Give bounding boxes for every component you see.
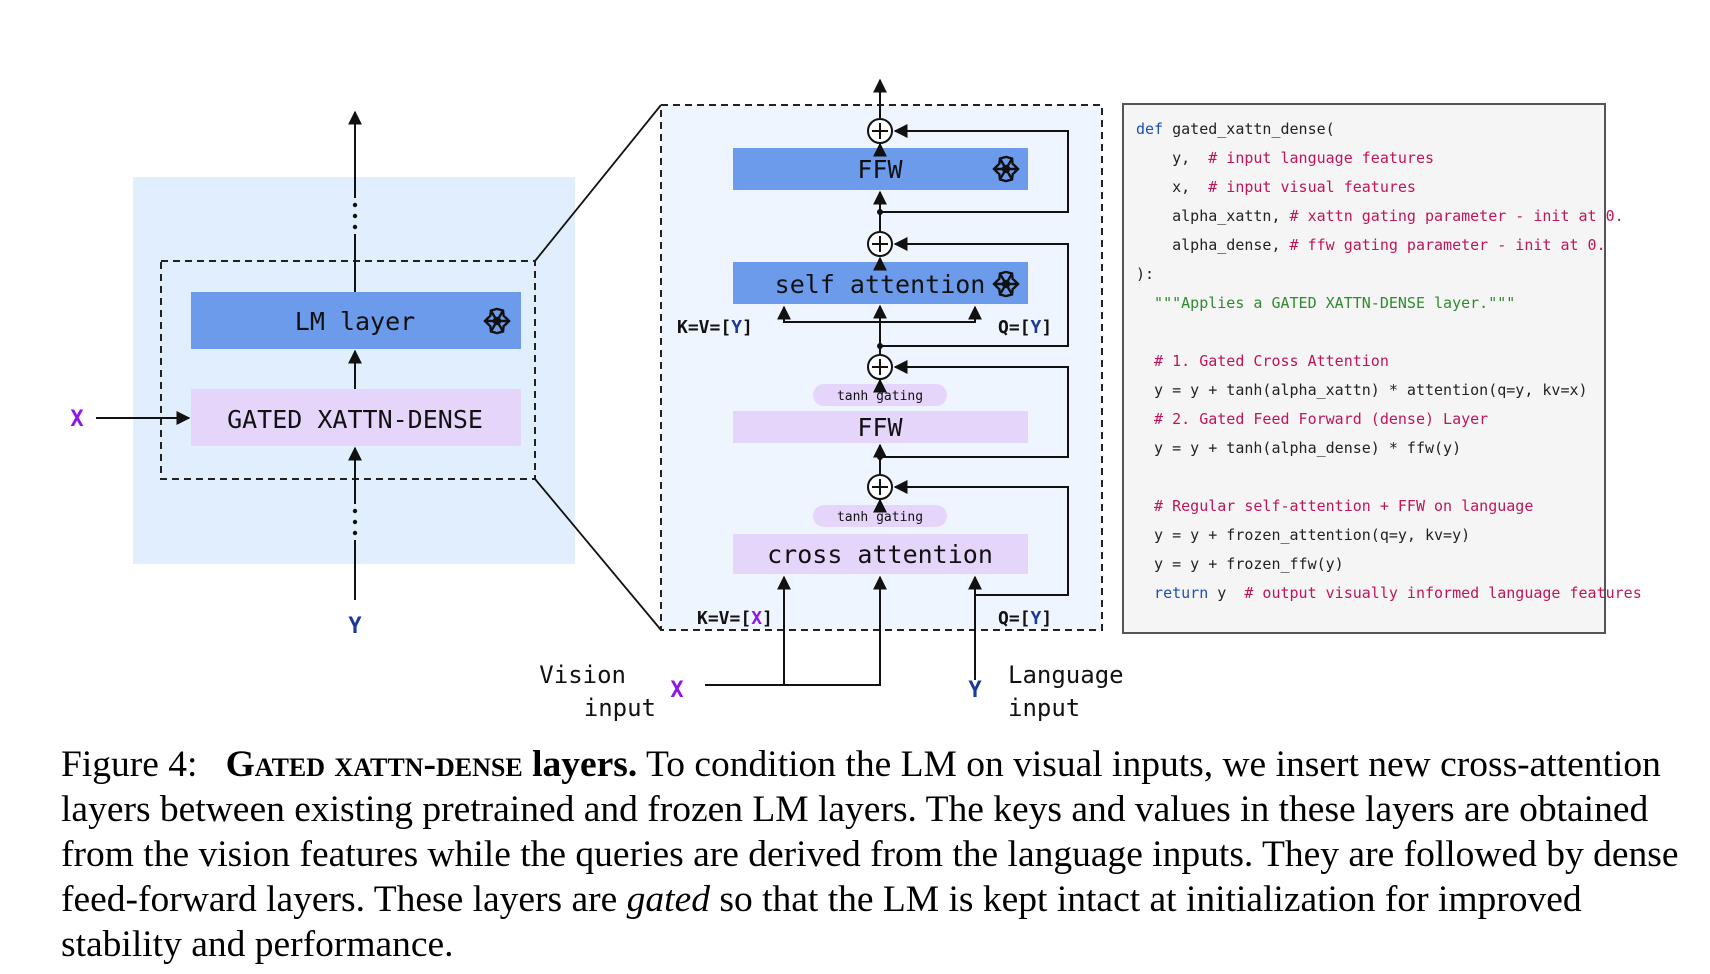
left-dashed-box [160, 260, 536, 480]
cross-attn-kv-label: K=V=[X] [697, 608, 773, 629]
code-panel: def gated_xattn_dense( y, # input langua… [1122, 103, 1642, 634]
language-input-label-2: input [1008, 694, 1080, 722]
ffw-frozen-label: FFW [857, 155, 903, 184]
self-attn-q-label: Q=[Y] [998, 317, 1052, 338]
code-line: y = y + frozen_attention(q=y, kv=y) [1136, 526, 1471, 544]
code-line: # Regular self-attention + FFW on langua… [1136, 497, 1534, 515]
code-line: # 1. Gated Cross Attention [1136, 352, 1389, 370]
code-line: x, # input visual features [1136, 178, 1416, 196]
sum-node-1 [867, 118, 893, 144]
vision-input-label-2: input [584, 694, 656, 722]
code-line: ): [1136, 265, 1155, 283]
junction-dot [877, 209, 883, 215]
caption-emphasis: gated [626, 879, 710, 920]
code-line: y = y + frozen_ffw(y) [1136, 555, 1344, 573]
caption-title-rest: layers. [522, 744, 638, 785]
language-input-label-1: Language [1008, 661, 1124, 689]
left-x-label: X [70, 407, 83, 432]
ffw-gated-block [733, 411, 1028, 443]
ffw-gated-label: FFW [857, 413, 903, 442]
residual-2 [880, 237, 1069, 347]
vision-x-label: X [670, 678, 683, 703]
caption-label: Figure 4: [61, 744, 198, 785]
code-line: y = y + tanh(alpha_xattn) * attention(q=… [1136, 381, 1588, 399]
self-attn-input-left [777, 305, 880, 323]
caption-body-1: To condition the LM on visual inputs, we… [61, 744, 1679, 920]
self-attn-kv-label: K=V=[Y] [677, 317, 753, 338]
residual-3 [880, 360, 1069, 458]
zoom-line-bottom [534, 478, 662, 631]
architecture-diagram: LM layer GATED XATTN-DENSE X Y FFW self … [70, 78, 1124, 722]
cross-attention-label: cross attention [767, 540, 993, 569]
vision-input-label-1: Vision [539, 661, 626, 689]
gated-xattn-label: GATED XATTN-DENSE [227, 405, 483, 434]
cross-attn-q-label: Q=[Y] [998, 608, 1052, 629]
residual-1 [880, 124, 1069, 213]
code-line: alpha_xattn, # xattn gating parameter - … [1136, 207, 1624, 225]
vision-input-line [705, 575, 887, 686]
vertical-ellipsis-top [352, 202, 358, 230]
code-line: return y # output visually informed lang… [1136, 584, 1642, 602]
code-line: y = y + tanh(alpha_dense) * ffw(y) [1136, 439, 1462, 457]
tanh-gating-label-ffw: tanh gating [837, 389, 923, 404]
sum-node-4 [867, 474, 893, 500]
caption-body-2: so that the LM is kept intact at initial… [61, 879, 1582, 965]
figure-caption: Figure 4: Gated xattn-dense layers. To c… [61, 742, 1701, 967]
zoom-line-top [534, 104, 662, 262]
left-y-label: Y [348, 614, 362, 639]
code-line: """Applies a GATED XATTN-DENSE layer.""" [1136, 294, 1516, 312]
lm-layer-label: LM layer [295, 307, 415, 336]
code-line: def gated_xattn_dense( [1136, 120, 1335, 138]
junction-dot [877, 454, 883, 460]
sum-node-2 [867, 231, 893, 257]
language-y-label: Y [968, 678, 982, 703]
junction-dot [877, 343, 883, 349]
lm-layer-block [191, 292, 521, 349]
cross-attention-block [733, 534, 1028, 574]
caption-title-smallcaps: Gated xattn-dense [225, 744, 523, 785]
self-attention-label: self attention [775, 270, 986, 299]
tanh-gating-badge-ffw [813, 384, 947, 406]
code-line: # 2. Gated Feed Forward (dense) Layer [1136, 410, 1489, 428]
code-line: alpha_dense, # ffw gating parameter - in… [1136, 236, 1606, 254]
vertical-ellipsis-bottom [352, 508, 358, 536]
code-line: y, # input language features [1136, 149, 1435, 167]
tanh-gating-label-xattn: tanh gating [837, 510, 923, 525]
self-attn-input-right [880, 305, 982, 323]
gated-xattn-block [191, 389, 521, 446]
sum-node-3 [867, 354, 893, 380]
tanh-gating-badge-xattn [813, 505, 947, 527]
